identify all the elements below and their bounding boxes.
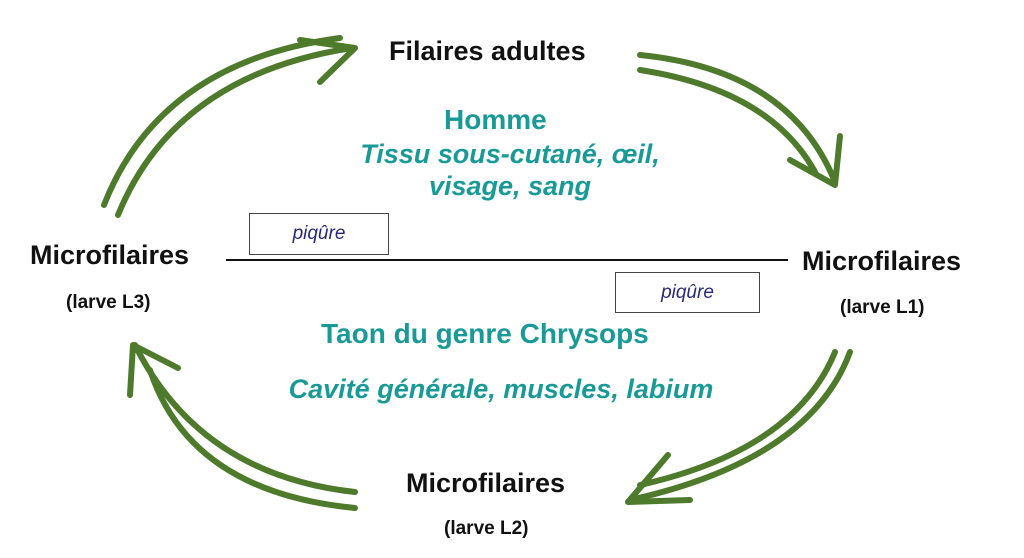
node-microfilariae-l3: Microfilaires — [30, 240, 190, 270]
bite-label-box-bottom: piqûre — [615, 272, 760, 313]
node-microfilariae-l2: Microfilaires — [406, 468, 566, 498]
human-host-sites-line1: Tissu sous-cutané, œil, — [360, 139, 660, 169]
bite-label-box-top: piqûre — [249, 213, 389, 255]
arrow-l2-to-l3 — [127, 342, 358, 511]
human-host-title: Homme — [444, 104, 547, 135]
vector-host-title: Taon du genre Chrysops — [321, 318, 649, 349]
vector-host-sites: Cavité générale, muscles, labium — [288, 374, 714, 404]
arrow-adult-to-l1 — [637, 52, 843, 188]
node-adult-filariae: Filaires adultes — [389, 36, 586, 66]
stage-label-l1: (larve L1) — [840, 297, 925, 318]
stage-label-l3: (larve L3) — [66, 292, 151, 313]
arrow-l3-to-adult — [101, 35, 358, 218]
node-microfilariae-l1: Microfilaires — [802, 246, 962, 276]
human-host-sites-line2: visage, sang — [428, 171, 592, 201]
arrow-l1-to-l2 — [625, 349, 853, 505]
stage-label-l2: (larve L2) — [444, 518, 529, 539]
